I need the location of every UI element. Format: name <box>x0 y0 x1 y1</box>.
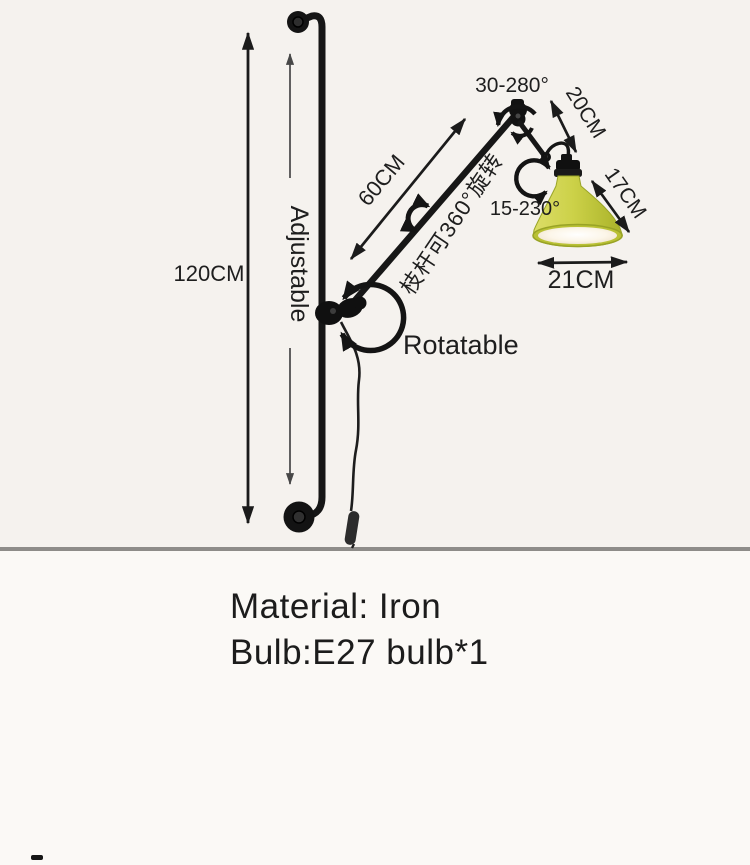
section-divider <box>0 547 750 551</box>
top-wall-mount <box>287 11 309 33</box>
elbow-rotation-arrow-inner-icon <box>510 127 534 145</box>
rotatable-label: Rotatable <box>403 330 519 360</box>
head-arm <box>517 120 549 161</box>
spec-text-block: Material: Iron Bulb:E27 bulb*1 <box>230 584 489 676</box>
shade-opening <box>538 227 617 244</box>
cord-tail <box>350 543 356 549</box>
shade-height-dimension-arrow <box>590 179 631 234</box>
pole-height-label: 120CM <box>174 261 245 286</box>
cord-switch <box>344 511 360 545</box>
head-angle-label: 15-230° <box>490 198 560 220</box>
adjustable-label: Adjustable <box>285 206 313 323</box>
head-rotation-arrow-icon <box>514 153 551 206</box>
head-arm-joint-bolt <box>544 155 548 159</box>
bulb-spec: Bulb:E27 bulb*1 <box>230 633 489 672</box>
arm-length-dimension-arrow <box>349 117 467 261</box>
elbow-angle-label: 30-280° <box>475 74 549 97</box>
elbow-rotation-arrow-icon <box>493 104 537 128</box>
center-rotation-arrow-icon <box>339 280 407 354</box>
lamp-socket <box>554 154 582 177</box>
shade-width-label: 21CM <box>548 266 615 294</box>
bottom-wall-mount <box>283 501 315 533</box>
bottom-edge-mark <box>31 855 43 860</box>
arm-rotate-360-icon <box>399 193 431 234</box>
head-arm-dimension-arrow <box>549 99 578 154</box>
material-spec: Material: Iron <box>230 587 442 626</box>
shade-width-dimension-arrow <box>536 256 629 269</box>
